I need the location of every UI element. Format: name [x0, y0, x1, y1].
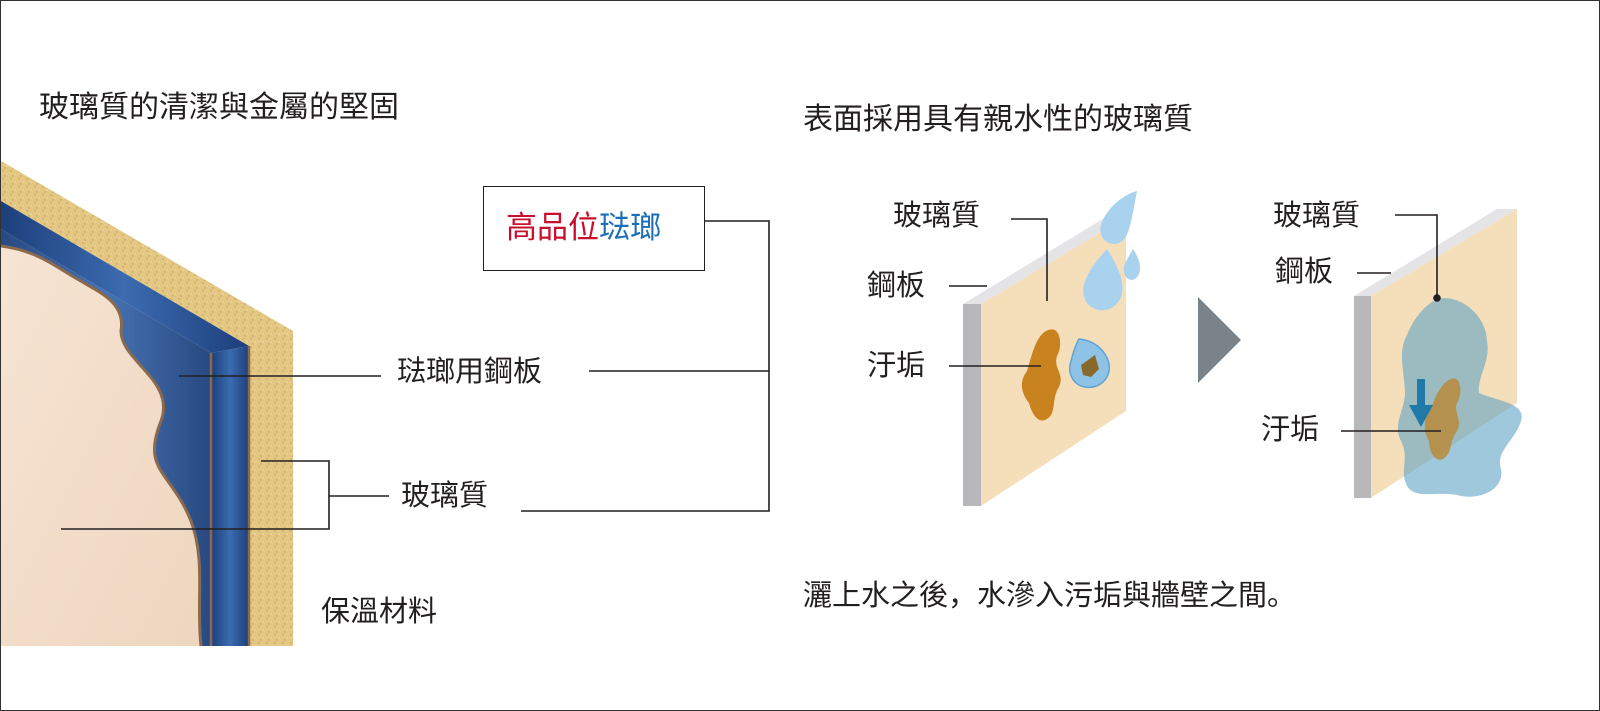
after-label-dirt: 汙垢 [1261, 412, 1320, 446]
steel-plate-before-top [963, 217, 1126, 304]
enamel-steel-side [211, 346, 249, 646]
label-insulation: 保溫材料 [321, 594, 438, 628]
glass-layer-face [1, 246, 201, 646]
steel-plate-after-top [1354, 209, 1517, 296]
leader-glass-bracket [61, 460, 330, 530]
panel-after [1354, 209, 1522, 498]
water-drop-top [1100, 191, 1137, 244]
water-drop-large [1083, 249, 1123, 311]
label-glass: 玻璃質 [401, 478, 489, 512]
steel-plate-after [1354, 296, 1371, 498]
panel-before [963, 191, 1141, 506]
after-label-glass: 玻璃質 [1273, 198, 1361, 232]
left-leader-lines [61, 220, 770, 530]
after-label-steel: 鋼板 [1275, 254, 1334, 288]
water-film-after [1397, 298, 1522, 497]
after-leader-lines [1341, 214, 1441, 432]
label-enamel-steel: 琺瑯用鋼板 [397, 354, 543, 388]
before-leader-lines [949, 218, 1048, 367]
dirt-under-drop [1081, 355, 1099, 377]
leader-after-glass-dot [1433, 294, 1441, 302]
caption: 灑上水之後，水滲入污垢與牆壁之間。 [803, 578, 1297, 612]
enamel-steel-exposed [1, 229, 211, 646]
insulation-side-face [249, 331, 293, 646]
dirt-patch-before [1021, 329, 1061, 421]
left-panel-title: 玻璃質的清潔與金屬的堅固 [39, 90, 399, 125]
down-arrow-icon [1409, 379, 1433, 427]
brand-box: 高品位琺瑯 [483, 186, 705, 271]
steel-plate-before [963, 304, 981, 506]
right-panel-title: 表面採用具有親水性的玻璃質 [803, 102, 1193, 137]
brand-high-quality: 高品位 [506, 210, 599, 246]
next-arrow-icon [1198, 297, 1241, 383]
leader-before-glass [1011, 218, 1048, 301]
leader-brand-bracket [521, 220, 770, 512]
leader-after-glass [1395, 214, 1438, 297]
glass-layer-edge [1, 244, 203, 647]
dirt-patch-after [1424, 378, 1461, 460]
before-label-dirt: 汙垢 [867, 348, 926, 382]
insulation-top-face [1, 161, 293, 346]
water-drop-right [1123, 249, 1141, 280]
wall-panel-cutaway [1, 161, 293, 647]
brand-label: 高品位琺瑯 [506, 213, 661, 244]
before-label-glass: 玻璃質 [893, 198, 981, 232]
enamel-steel-top-edge [1, 201, 249, 353]
brand-enamel: 琺瑯 [599, 210, 661, 246]
before-label-steel: 鋼板 [867, 268, 926, 302]
